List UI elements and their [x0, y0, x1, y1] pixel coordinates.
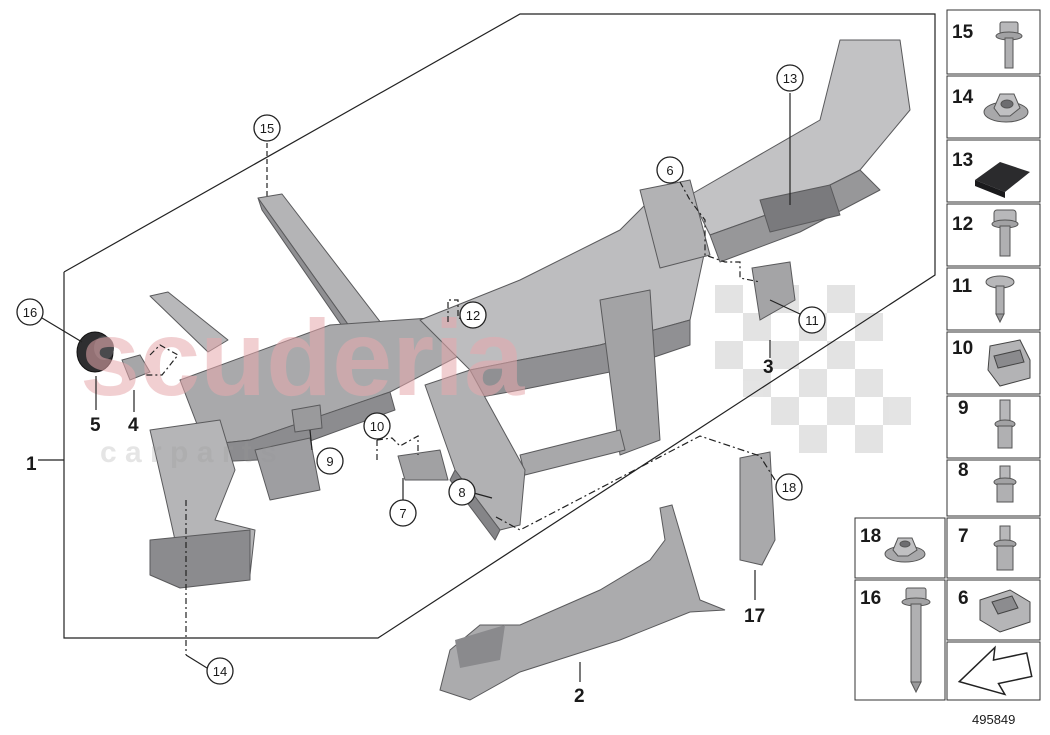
legend-label-12: 12 — [952, 214, 973, 235]
legend-label-13: 13 — [952, 150, 973, 171]
callout-15: 15 — [260, 121, 274, 136]
long-screw-icon — [901, 587, 931, 694]
lower-bracket-2 — [439, 504, 726, 701]
legend-label-11: 11 — [952, 276, 973, 297]
callout-9: 9 — [326, 454, 333, 469]
callout-14: 14 — [213, 664, 227, 679]
strut-17 — [739, 451, 776, 566]
arrow-icon — [957, 645, 1033, 696]
callout-12: 12 — [466, 308, 480, 323]
callout-13: 13 — [783, 71, 797, 86]
foam-pad-icon — [975, 162, 1030, 198]
legend-label-14: 14 — [952, 87, 974, 108]
bolt-icon — [991, 209, 1019, 257]
flange-nut-icon — [884, 537, 926, 563]
part-label-2: 2 — [574, 686, 585, 707]
stud-bolt-icon — [993, 465, 1017, 503]
legend-label-16: 16 — [860, 588, 881, 609]
callout-6: 6 — [666, 163, 673, 178]
buffer-holder — [121, 354, 151, 381]
callout-8: 8 — [458, 485, 465, 500]
fastener-legend — [854, 9, 1041, 701]
front-frame-assembly — [149, 39, 911, 589]
legend-label-6: 6 — [958, 588, 969, 609]
part-label-5: 5 — [90, 415, 101, 436]
callout-18: 18 — [782, 480, 796, 495]
nut-icon — [983, 93, 1029, 123]
screw-icon — [995, 21, 1023, 69]
part-label-3: 3 — [763, 357, 774, 378]
callouts — [16, 64, 826, 685]
part-label-4: 4 — [128, 415, 139, 436]
pin-bolt-icon — [993, 525, 1017, 571]
self-tapping-screw-icon — [985, 275, 1015, 324]
legend-label-18: 18 — [860, 526, 881, 547]
rubber-buffer — [76, 331, 114, 373]
watermark-brand: scuderia — [80, 297, 525, 418]
bracket-3 — [751, 261, 796, 321]
legend-label-15: 15 — [952, 22, 974, 43]
watermark-sub: c a r p a r t s — [100, 436, 277, 469]
assembly-outline — [63, 13, 936, 639]
callout-7: 7 — [399, 506, 406, 521]
leader-lines — [38, 93, 801, 682]
legend-label-10: 10 — [952, 338, 973, 359]
legend-label-7: 7 — [958, 526, 969, 547]
legend-label-9: 9 — [958, 398, 969, 419]
stud-icon — [994, 399, 1016, 449]
callout-10: 10 — [370, 419, 384, 434]
callout-11: 11 — [805, 313, 819, 328]
spring-nut-icon — [979, 589, 1031, 633]
legend-label-8: 8 — [958, 460, 969, 481]
diagram-number: 495849 — [972, 712, 1015, 727]
callout-16: 16 — [23, 305, 37, 320]
clip-nut-icon — [987, 339, 1031, 387]
part-label-17: 17 — [744, 606, 765, 627]
part-label-1: 1 — [26, 454, 37, 475]
